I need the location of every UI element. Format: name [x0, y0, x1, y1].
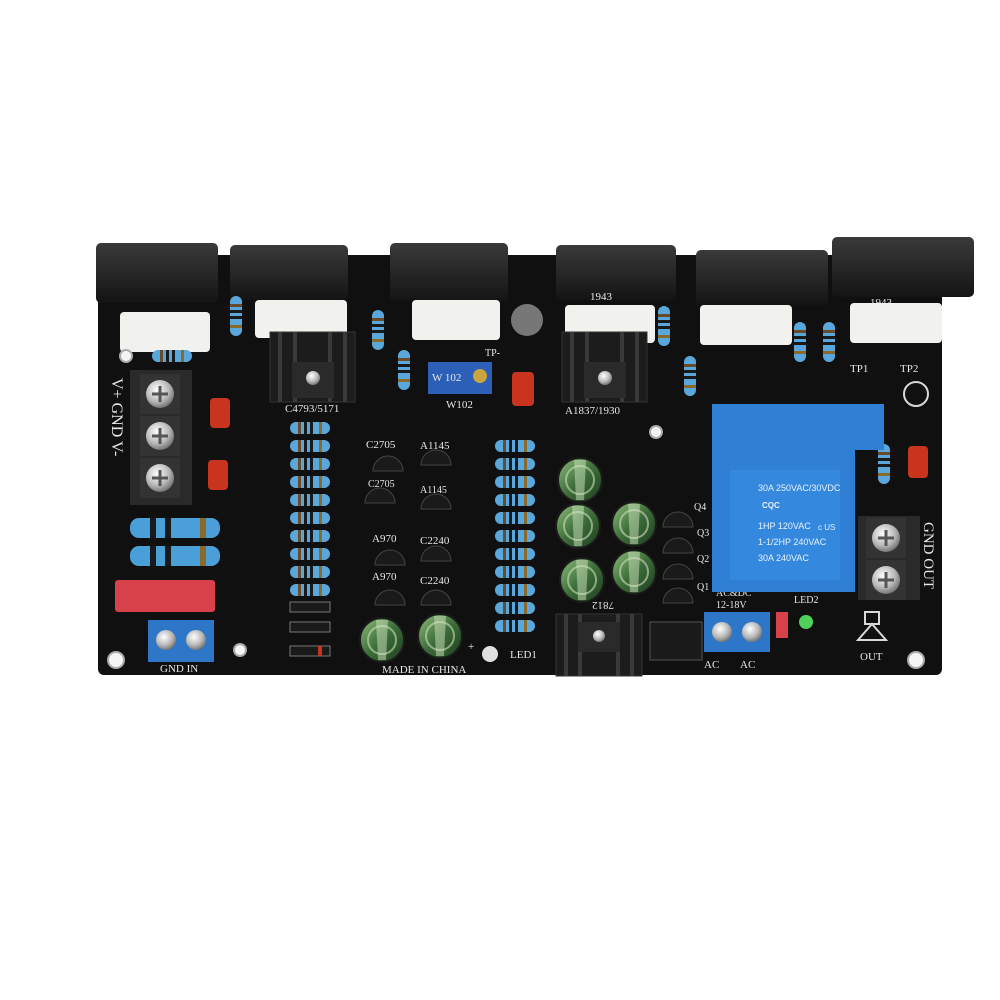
transistor-marking: 1943 [590, 291, 613, 303]
relay-hp2: 1-1/2HP 240VAC [758, 537, 827, 547]
relay-rating: 30A 250VAC/30VDC [758, 483, 841, 493]
led2-label: LED2 [794, 595, 818, 606]
trimpot-marking: W 102 [432, 372, 461, 384]
regulator-label: 7812 [592, 599, 614, 611]
led1 [482, 646, 498, 662]
q3-label: Q3 [697, 528, 709, 539]
small-electrolytic [511, 304, 543, 336]
tp-minus-label: TP- [485, 348, 500, 359]
transistor-label: C2240 [420, 575, 450, 587]
relay-logo: CQC [762, 501, 780, 510]
led2 [799, 615, 813, 629]
resistor-red [776, 612, 788, 638]
mounting-holes [107, 349, 925, 669]
transistor-label: C2705 [366, 439, 396, 451]
film-capacitor [512, 372, 534, 406]
made-in-label: MADE IN CHINA [382, 664, 466, 676]
ac-left-label: AC [704, 659, 719, 671]
gnd-in-terminal [148, 620, 214, 662]
tp1-label: TP1 [850, 363, 868, 375]
driver-label-right: A1837/1930 [565, 405, 621, 417]
film-capacitor [210, 398, 230, 428]
out-label: OUT [860, 651, 883, 663]
power-resistors [130, 518, 220, 566]
transistor-label: A970 [372, 571, 397, 583]
power-input-label: V+ GND V- [108, 378, 125, 456]
transistor-label: C2240 [420, 535, 450, 547]
output-label: GND OUT [920, 522, 936, 589]
tp2-label: TP2 [900, 363, 918, 375]
q2-label: Q2 [697, 554, 709, 565]
resistor-ladder-right [495, 440, 535, 632]
ceramic-resistors [120, 300, 942, 352]
led1-label: LED1 [510, 649, 537, 661]
relay-cert: c US [818, 523, 835, 532]
relay-amps: 30A 240VAC [758, 553, 809, 563]
q1-label: Q1 [697, 582, 709, 593]
ac-right-label: AC [740, 659, 755, 671]
transistor-label: A1145 [420, 485, 447, 496]
power-terminal-block [130, 370, 192, 505]
relay-hp1: 1HP 120VAC [758, 521, 811, 531]
q4-label: Q4 [694, 502, 706, 513]
driver-heatsink-left [269, 331, 356, 403]
resistor [152, 350, 192, 362]
relay [712, 404, 884, 592]
speaker-output-terminal [858, 516, 920, 602]
speaker-icon [855, 611, 889, 641]
power-transistor-row [96, 237, 974, 305]
trim-potentiometer [428, 362, 492, 394]
transistor-label: A970 [372, 533, 397, 545]
diodes [289, 601, 331, 657]
driver-label-left: C4793/5171 [285, 403, 339, 415]
plus-mark: + [468, 641, 474, 653]
driver-heatsink-right [561, 331, 648, 403]
film-capacitor [208, 460, 228, 490]
mounting-hole [903, 381, 929, 407]
film-capacitor [908, 446, 928, 478]
acdc-label: AC&DC [716, 588, 752, 599]
transistor-label: C2705 [368, 479, 395, 490]
trimpot-label: W102 [446, 399, 473, 411]
ac-input-terminal [704, 612, 770, 652]
transistor-label: A1145 [420, 440, 450, 452]
acdc-voltage: 12-18V [716, 600, 747, 611]
gnd-in-label: GND IN [160, 663, 198, 675]
regulator-7812 [555, 613, 643, 677]
fuse-holder [115, 580, 215, 612]
bridge-rectifier [649, 621, 703, 661]
